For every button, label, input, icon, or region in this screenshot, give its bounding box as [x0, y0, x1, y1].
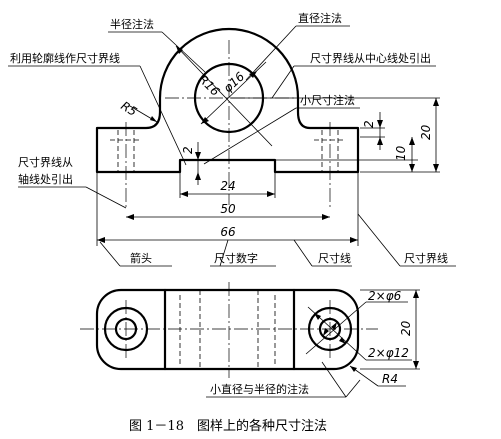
- arrowhead: [267, 191, 275, 197]
- front-view: [95, 27, 360, 210]
- top-callouts: 半径注法 直径注法 利用轮廓线作尺寸界线 尺寸界线从中心线处引出 小尺寸注法: [8, 11, 436, 166]
- callout-radius-method: 半径注法: [110, 17, 154, 31]
- arrowhead: [195, 152, 201, 160]
- phi16-label: φ16: [221, 69, 248, 95]
- arrowhead: [413, 361, 419, 369]
- dim-10-label: 10: [394, 145, 408, 161]
- callout-small-dia-radius: 小直径与半径的注法: [210, 382, 309, 396]
- top-view: [80, 282, 378, 378]
- callout-dim-number: 尺寸数字: [214, 251, 258, 265]
- dim-20-top-label: 20: [399, 320, 413, 336]
- callout-ext-from-axis-1: 尺寸界线从: [18, 155, 73, 169]
- phi12-label: 2×φ12: [368, 346, 409, 360]
- leader-line: [85, 186, 127, 209]
- arrowhead: [331, 322, 337, 330]
- dim-24-label: 24: [220, 179, 235, 193]
- leader-line: [139, 65, 187, 166]
- dim-2-top-label: 2: [362, 120, 376, 128]
- leader-line: [245, 25, 297, 81]
- arrowhead: [377, 137, 383, 145]
- arrowhead: [126, 214, 134, 220]
- arrowhead: [314, 313, 321, 320]
- leader-line: [161, 31, 206, 73]
- leader-line: [271, 65, 295, 99]
- arrowhead: [323, 328, 329, 336]
- leader-line: [293, 239, 313, 267]
- leader-line: [219, 239, 229, 267]
- leader-line: [203, 107, 297, 165]
- dim-50-label: 50: [220, 202, 236, 216]
- arrowhead: [339, 337, 346, 344]
- arrowhead: [195, 172, 201, 180]
- r16-leader: [175, 45, 273, 147]
- r4-label: R4: [382, 372, 398, 386]
- r5-dim: R5: [118, 99, 158, 123]
- arrowhead: [322, 214, 330, 220]
- phi6-leader: [305, 301, 367, 355]
- arrowhead: [180, 191, 188, 197]
- dim-2-bottom-label: 2: [181, 146, 195, 154]
- r16-label: R16: [196, 72, 223, 99]
- leader-line: [357, 213, 401, 267]
- arrowhead: [409, 164, 415, 172]
- callout-ext-line: 尺寸界线: [404, 251, 448, 265]
- arrowhead: [409, 137, 415, 145]
- arrowhead: [350, 366, 357, 372]
- dim-20-label: 20: [419, 124, 433, 140]
- top-view-outline: [95, 288, 360, 371]
- callout-ext-from-centerline: 尺寸界线从中心线处引出: [310, 51, 431, 65]
- arrowhead: [150, 116, 157, 122]
- callout-arrow: 箭头: [130, 251, 152, 265]
- arrowhead: [350, 237, 358, 243]
- notch-dim: 2: [181, 142, 201, 185]
- arrowhead: [433, 164, 439, 172]
- arrowhead: [176, 46, 183, 54]
- callout-ext-from-axis-2: 轴线处引出: [18, 172, 73, 186]
- callout-dim-line: 尺寸线: [318, 251, 351, 265]
- r5-label: R5: [118, 99, 139, 119]
- front-right-dims: 20 2 10: [230, 97, 440, 173]
- bottom-callouts: 箭头 尺寸数字 尺寸线 尺寸界线: [99, 213, 456, 267]
- front-view-outline: [95, 27, 360, 174]
- arrowhead: [433, 98, 439, 106]
- arrowhead: [97, 237, 105, 243]
- leader-line: [345, 379, 361, 398]
- axis-callout: 尺寸界线从 轴线处引出: [18, 155, 127, 209]
- arrowhead: [201, 117, 209, 124]
- arrowhead: [377, 120, 383, 128]
- callout-diameter-method: 直径注法: [298, 11, 342, 25]
- top-view-dims: 20 2×φ6 2×φ12 R4 小直径与半径的注法: [206, 289, 420, 398]
- holes-label: 2×φ6: [368, 289, 402, 303]
- horizontal-dims: 24 50 66: [96, 172, 359, 246]
- arrowhead: [249, 71, 257, 78]
- dim-66-label: 66: [220, 225, 236, 239]
- leader-line: [321, 361, 347, 398]
- callout-contour-as-ext: 利用轮廓线作尺寸界线: [10, 51, 120, 65]
- arrowhead: [413, 290, 419, 298]
- figure-caption: 图 1－18 图样上的各种尺寸注法: [129, 418, 327, 434]
- leader-line: [99, 241, 121, 267]
- callout-small-dim-method: 小尺寸注法: [300, 93, 355, 107]
